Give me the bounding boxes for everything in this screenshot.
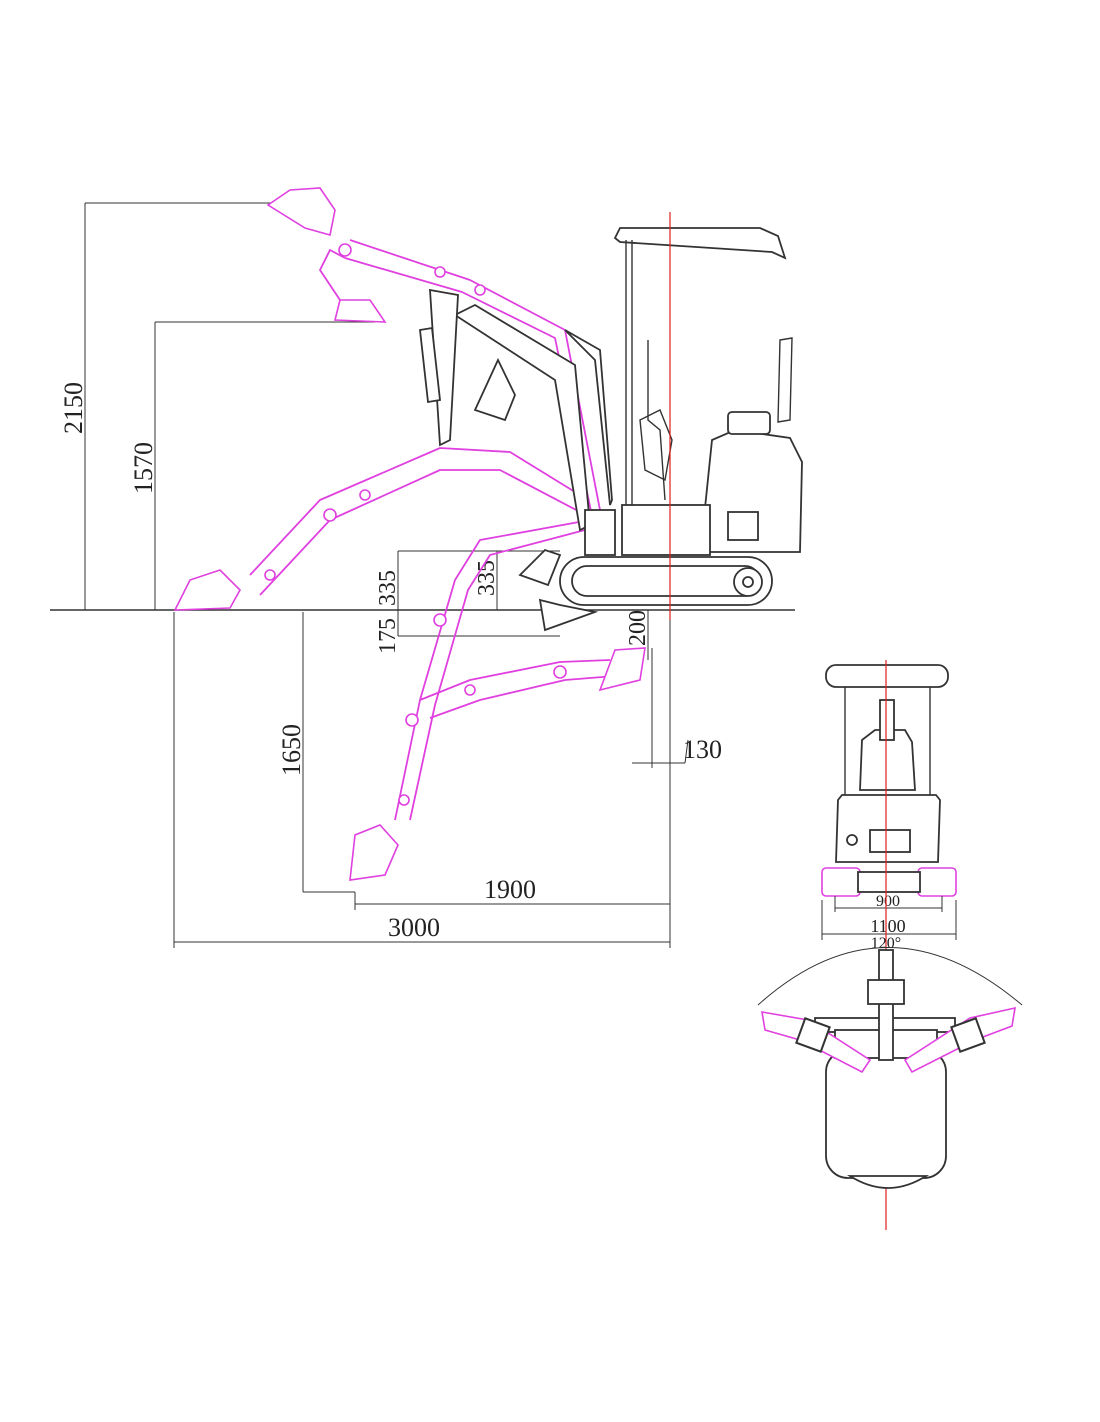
label-max-dump-height: 2150 [59, 382, 88, 434]
dimension-130: 130 [632, 648, 722, 768]
dozer-blade [518, 548, 562, 587]
label-min-swing-radius-offset: 130 [683, 735, 722, 764]
label-track-gauge: 900 [876, 893, 900, 910]
dimension-2150: 2150 [59, 202, 280, 610]
dimension-1900: 1900 [354, 875, 670, 910]
label-blade-dig-depth: 175 [375, 618, 401, 654]
dimension-335-right: 335 [474, 551, 500, 610]
dimension-200: 200 [625, 610, 651, 660]
upper-structure [621, 504, 711, 556]
excavator-side-view [419, 227, 803, 632]
rear-track-left [821, 867, 861, 897]
label-overall-width: 1100 [870, 916, 905, 936]
swing-arc [757, 947, 1023, 1006]
dimension-175: 175 [375, 610, 560, 654]
label-dump-height: 1570 [129, 442, 158, 494]
arm-max-depth [349, 519, 591, 881]
rear-track-right [917, 867, 957, 897]
bucket [473, 357, 516, 422]
dimension-335-left: 335 [375, 550, 560, 610]
arm-max-height [266, 187, 601, 517]
label-max-dig-depth-offset: 200 [625, 610, 651, 646]
boom [453, 303, 591, 532]
dimension-1650: 1650 [277, 612, 355, 893]
label-vertical-wall-depth: 1650 [277, 724, 306, 776]
label-reach-at-depth: 1900 [484, 875, 536, 904]
label-blade-lift-height-right: 335 [474, 560, 500, 596]
label-max-reach: 3000 [388, 913, 440, 942]
excavator-rear-view: 900 1100 [821, 664, 957, 940]
excavator-top-view: 120° [757, 935, 1023, 1189]
arm-mid-fold [173, 447, 589, 611]
rear-canopy-roof [825, 664, 949, 688]
arm-forward-low [419, 647, 646, 719]
dimension-3000: 3000 [173, 612, 671, 948]
working-range-envelope [173, 187, 646, 881]
canopy-roof [613, 227, 787, 260]
label-blade-lift-height: 335 [375, 570, 401, 606]
dimension-1570: 1570 [129, 321, 375, 610]
